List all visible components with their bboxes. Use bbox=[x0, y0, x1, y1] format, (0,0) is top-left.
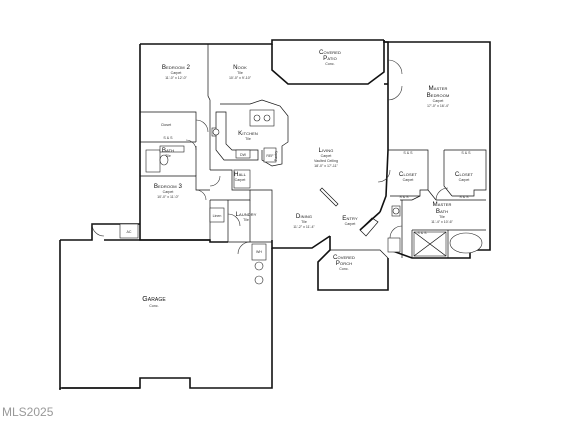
svg-text:Conc.: Conc. bbox=[339, 267, 348, 271]
svg-text:11'-4" x 10'-6": 11'-4" x 10'-6" bbox=[431, 220, 454, 224]
room-kitchen: Kitchen bbox=[238, 130, 258, 137]
svg-text:Tile: Tile bbox=[439, 215, 445, 219]
svg-text:11'-0" x 12'-0": 11'-0" x 12'-0" bbox=[165, 76, 188, 80]
svg-text:Vaulted Ceiling: Vaulted Ceiling bbox=[314, 159, 338, 163]
room-master-bath: Master bbox=[432, 201, 451, 208]
room-entry: Entry bbox=[342, 215, 358, 222]
room-closet-master-2: Closet bbox=[455, 171, 474, 178]
room-covered-patio: Covered bbox=[319, 49, 341, 56]
room-closet-master-1: Closet bbox=[399, 171, 418, 178]
svg-text:Carpet: Carpet bbox=[163, 190, 174, 194]
svg-text:Conc.: Conc. bbox=[149, 304, 158, 308]
svg-text:11'-2" x 11'-4": 11'-2" x 11'-4" bbox=[293, 225, 315, 229]
svg-text:Conc.: Conc. bbox=[325, 62, 334, 66]
svg-text:Porch: Porch bbox=[336, 260, 352, 267]
interior-walls bbox=[140, 44, 487, 258]
label-shelf-5: S & S bbox=[459, 195, 469, 199]
svg-text:Carpet: Carpet bbox=[403, 178, 414, 182]
label-shelf-3: S & S bbox=[461, 151, 471, 155]
svg-text:Bedroom: Bedroom bbox=[427, 92, 450, 99]
label-dw: DW bbox=[240, 153, 247, 157]
room-laundry: Laundry bbox=[236, 211, 257, 218]
svg-text:Carpet: Carpet bbox=[235, 178, 246, 182]
svg-text:Bath: Bath bbox=[436, 208, 448, 215]
svg-text:Patio: Patio bbox=[323, 55, 337, 62]
svg-text:Tile: Tile bbox=[243, 218, 249, 222]
room-living: Living bbox=[319, 147, 334, 154]
svg-text:Tile: Tile bbox=[165, 154, 171, 158]
label-linen: Linen bbox=[213, 214, 222, 218]
svg-text:18'-0" x 17'-11": 18'-0" x 17'-11" bbox=[314, 164, 339, 168]
fixtures bbox=[119, 109, 483, 285]
svg-text:Tile: Tile bbox=[301, 220, 307, 224]
doors bbox=[91, 59, 449, 255]
svg-text:Carpet: Carpet bbox=[345, 222, 356, 226]
label-shelf-2: S & S bbox=[403, 151, 413, 155]
room-labels: Bedroom 2 Carpet 11'-0" x 12'-0" Nook Ti… bbox=[142, 49, 473, 308]
label-pantry: Pantry bbox=[274, 151, 278, 162]
room-closet-bed2: Closet bbox=[161, 123, 171, 127]
refrigerator bbox=[263, 147, 277, 163]
room-bedroom-2: Bedroom 2 bbox=[162, 64, 191, 71]
label-shelf-6: S & S bbox=[417, 231, 427, 235]
svg-text:Tile: Tile bbox=[245, 137, 251, 141]
label-wh: WH bbox=[256, 250, 262, 254]
svg-text:Carpet: Carpet bbox=[171, 71, 182, 75]
walls bbox=[59, 39, 491, 390]
svg-text:17'-0" x 16'-4": 17'-0" x 16'-4" bbox=[427, 104, 450, 108]
ac-unit bbox=[119, 223, 139, 239]
room-nook: Nook bbox=[233, 64, 247, 71]
svg-text:Carpet: Carpet bbox=[433, 99, 444, 103]
svg-text:10'-0" x 9'-10": 10'-0" x 9'-10" bbox=[229, 76, 252, 80]
fixture-labels: AC Linen Pantry S & S S & S S & S S & S … bbox=[127, 136, 472, 254]
svg-text:10'-0" x 11'-0": 10'-0" x 11'-0" bbox=[157, 195, 180, 199]
room-dining: Dining bbox=[296, 213, 312, 220]
svg-text:Carpet: Carpet bbox=[321, 154, 332, 158]
label-shelf-1: S & S bbox=[163, 136, 173, 140]
room-master-bedroom: Master bbox=[428, 85, 447, 92]
label-ref: REF bbox=[266, 154, 274, 158]
label-shelf-4: S & S bbox=[399, 195, 409, 199]
room-bedroom-3: Bedroom 3 bbox=[154, 183, 183, 190]
room-garage: Garage bbox=[142, 296, 166, 303]
room-bath: Bath bbox=[162, 147, 174, 154]
room-covered-porch: Covered bbox=[333, 254, 355, 261]
svg-text:Carpet: Carpet bbox=[459, 178, 470, 182]
svg-text:Tile: Tile bbox=[237, 71, 243, 75]
room-hall: Hall bbox=[234, 171, 247, 178]
label-ac: AC bbox=[127, 230, 132, 234]
watermark: MLS2025 bbox=[2, 405, 54, 419]
